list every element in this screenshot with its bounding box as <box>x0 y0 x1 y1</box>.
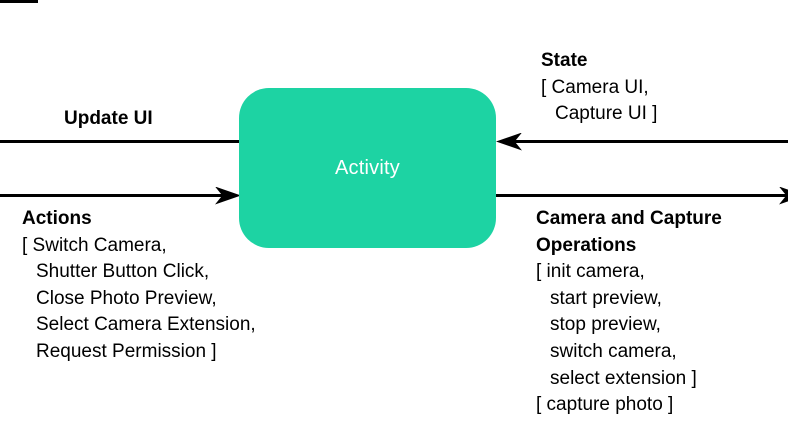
actions-label-block: Actions [ Switch Camera, Shutter Button … <box>22 206 256 366</box>
camera-ops-item: [ init camera, <box>536 261 645 283</box>
camera-ops-title-line1: Camera and Capture <box>536 208 722 229</box>
actions-item: Select Camera Extension, <box>36 314 256 336</box>
camera-ops-item: switch camera, <box>550 340 677 362</box>
actions-item: [ Switch Camera, <box>22 234 167 256</box>
actions-title: Actions <box>22 208 92 229</box>
camera-ops-item: [ capture photo ] <box>536 394 674 416</box>
camera-ops-item: stop preview, <box>550 314 661 336</box>
actions-item: Close Photo Preview, <box>36 287 217 309</box>
update-ui-title: Update UI <box>64 108 153 129</box>
camera-ops-title-line2: Operations <box>536 234 637 256</box>
camera-ops-item: start preview, <box>550 287 662 309</box>
update-ui-label-block: Update UI <box>64 108 153 130</box>
state-line <box>513 140 788 143</box>
actions-line <box>0 194 223 197</box>
state-label-block: State [ Camera UI, Capture UI ] <box>541 48 657 128</box>
state-item: Capture UI ] <box>555 103 658 125</box>
activity-node-label: Activity <box>335 156 400 179</box>
actions-item: Shutter Button Click, <box>36 261 210 283</box>
camera-ops-label-block: Camera and Capture Operations [ init cam… <box>536 206 722 419</box>
state-item: [ Camera UI, <box>541 76 649 98</box>
camera-ops-item: select extension ] <box>550 367 697 389</box>
update-ui-line <box>0 140 239 143</box>
activity-node: Activity <box>239 88 496 248</box>
state-title: State <box>541 50 588 71</box>
actions-item: Request Permission ] <box>36 340 217 362</box>
camera-ops-line <box>494 194 788 197</box>
top-edge-line-fragment <box>0 0 38 3</box>
